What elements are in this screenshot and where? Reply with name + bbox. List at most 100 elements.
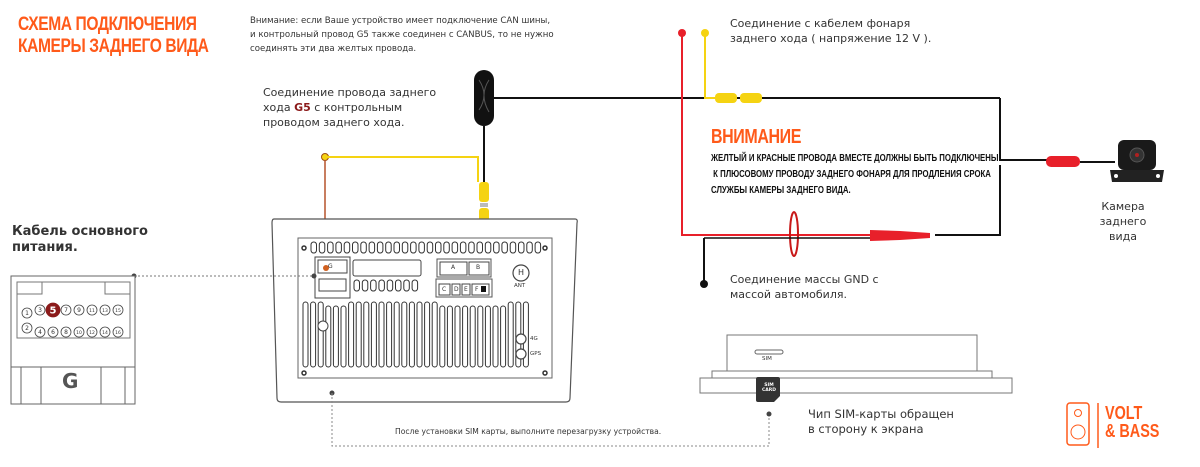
camera-mount — [1110, 170, 1164, 182]
connector-pin-12 — [86, 326, 98, 338]
reverse-light-note-line-1: Соединение с кабелем фонаря — [730, 17, 911, 30]
vent-slot — [352, 241, 359, 254]
connector-pin-2 — [21, 322, 33, 334]
vent-mid-row — [353, 279, 419, 292]
connector-pin-4 — [34, 326, 46, 338]
vent-slot — [410, 241, 417, 254]
gnd-note-line-2: массой автомобиля. — [730, 288, 847, 301]
connector-pin-14 — [99, 326, 111, 338]
sim-reboot-note: После установки SIM карты, выполните пер… — [395, 427, 662, 436]
logo-speaker-icon — [1066, 402, 1090, 446]
vent-slot — [361, 279, 369, 292]
port-4g — [515, 333, 527, 345]
logo-line-2: & BASS — [1105, 421, 1160, 441]
vent-slot — [368, 241, 376, 254]
vent-slot — [518, 241, 525, 254]
port-gps-label: GPS — [530, 351, 542, 357]
gnd-note-line-1: Соединение массы GND с — [730, 273, 879, 286]
connector-pin-13 — [99, 304, 111, 316]
vent-slot — [469, 305, 476, 368]
yellow-connector-b — [740, 93, 762, 103]
vent-slot — [325, 305, 332, 368]
vent-slot — [484, 305, 491, 368]
title-line-1: СХЕМА ПОДКЛЮЧЕНИЯ — [18, 14, 197, 35]
vent-slot — [343, 241, 351, 254]
antenna-letter: H — [518, 268, 525, 277]
vent-slot — [416, 301, 423, 368]
port-4g-label: 4G — [530, 336, 538, 342]
connector-pin-label-6: 6 — [51, 329, 55, 336]
vent-slot — [468, 241, 475, 254]
vent-slot — [370, 301, 377, 368]
port-f-label: F — [475, 286, 479, 293]
port-g-label: G — [328, 263, 333, 270]
reverse-light-note: Соединение с кабелем фонаря заднего хода… — [730, 16, 931, 46]
vent-slot — [459, 241, 467, 254]
vent-slot — [363, 301, 370, 368]
vent-slot — [340, 305, 347, 368]
connector-pin-label-13: 13 — [102, 308, 108, 314]
red-power-wire — [681, 33, 870, 236]
port-e-label: E — [464, 286, 468, 293]
vent-slot — [446, 305, 453, 368]
port-f — [471, 283, 490, 296]
canbus-note-line-2: и контрольный провод G5 также соединен с… — [250, 30, 554, 40]
vent-slot — [411, 279, 419, 292]
vent-slot — [534, 241, 542, 254]
connector-pin-label-8: 8 — [64, 329, 68, 336]
connector-pin-label-4: 4 — [38, 329, 42, 336]
vent-slot — [501, 241, 508, 254]
connector-pin-5 — [45, 302, 61, 318]
vent-slot — [386, 279, 394, 292]
port-c-label: C — [442, 286, 447, 293]
vent-slot — [493, 241, 500, 254]
warning-line-1: ЖЕЛТЫЙ И КРАСНЫЕ ПРОВОДА ВМЕСТЕ ДОЛЖНЫ Б… — [711, 153, 999, 164]
connector-pin-label-10: 10 — [76, 330, 82, 336]
canbus-note-line-3: соединять эти два желтых провода. — [250, 44, 417, 54]
vent-slot — [386, 301, 393, 368]
g5-note-pre: хода — [263, 101, 295, 114]
sim-card-label-line-1: SIM — [764, 383, 774, 388]
g5-pin-dot — [323, 265, 329, 271]
connector-pin-label-7: 7 — [64, 307, 68, 314]
connector-pin-label-11: 11 — [89, 308, 95, 314]
canbus-note: Внимание: если Ваше устройство имеет под… — [250, 14, 590, 56]
connector-pin-label-1: 1 — [25, 310, 29, 317]
fuse-loop — [789, 211, 799, 257]
vent-slot — [393, 241, 400, 254]
port-b — [468, 261, 490, 276]
brand-logo: VOLT & BASS — [1105, 404, 1159, 440]
connector-letter: G — [62, 369, 79, 393]
g5-yellow-wire — [325, 156, 479, 182]
vent-slot — [393, 301, 400, 368]
vent-slot — [318, 241, 326, 254]
canbus-note-line-1: Внимание: если Ваше устройство имеет под… — [250, 16, 551, 26]
connector-pin-8 — [60, 326, 72, 338]
vent-slot — [317, 301, 324, 368]
title-line-2: КАМЕРЫ ЗАДНЕГО ВИДА — [18, 36, 209, 57]
camera-red-connector — [1046, 156, 1080, 167]
vent-slot — [335, 241, 342, 254]
vent-slot — [476, 241, 483, 254]
connector-pin-15 — [112, 304, 124, 316]
rca-yellow-upper — [479, 182, 489, 202]
port-c — [438, 283, 451, 296]
vent-slot — [401, 241, 409, 254]
g5-highlight: G5 — [294, 101, 311, 114]
logo-line-1: VOLT — [1105, 403, 1143, 423]
vent-slot — [435, 241, 442, 254]
port-d — [451, 283, 461, 296]
vent-slot — [484, 241, 492, 254]
vent-slot — [492, 305, 499, 368]
g5-note-post: с контрольным — [310, 101, 403, 114]
connector-pin-10 — [73, 326, 85, 338]
vent-slot — [370, 279, 377, 292]
sim-slot — [754, 349, 784, 355]
port-a-label: A — [451, 264, 456, 271]
vent-slot — [401, 301, 408, 368]
vent-slot — [310, 241, 317, 254]
connector-pin-3 — [34, 304, 46, 316]
vent-slot — [477, 305, 484, 368]
g5-note-line-2: хода G5 с контрольным — [263, 100, 436, 115]
